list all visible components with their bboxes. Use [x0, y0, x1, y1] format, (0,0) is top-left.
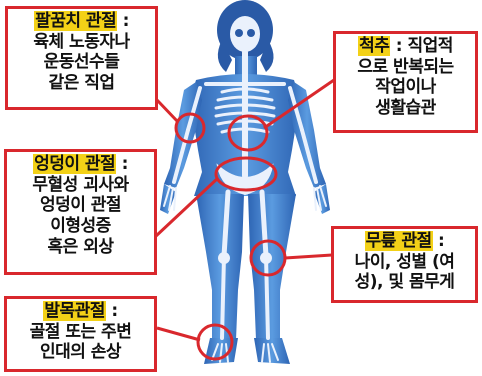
callout-elbow-line: 육체 노동자나 [8, 32, 155, 53]
callout-hip-line: 혹은 외상 [7, 237, 154, 258]
callout-spine-line: 으로 반복되는 [336, 57, 475, 78]
callout-knee-joint: 무릎 관절 : 나이, 성별 (여 성), 및 몸무게 [331, 226, 478, 303]
callout-spine-line: 작업이나 [336, 77, 475, 98]
elbow-leader-line [157, 100, 178, 122]
callout-elbow-line: 같은 직업 [8, 73, 155, 94]
callout-spine-line: 생활습관 [336, 98, 475, 119]
callout-knee-colon: : [433, 231, 445, 251]
knee-leader-line [285, 255, 332, 258]
callout-spine: 척추 : 직업적 으로 반복되는 작업이나 생활습관 [333, 31, 478, 133]
callout-ankle-line: 인대의 손상 [7, 342, 154, 363]
callout-hip-title: 엉덩이 관절 [33, 154, 116, 174]
callout-spine-colon: : 직업적 [390, 36, 453, 56]
callout-hip-line: 엉덩이 관절 [7, 195, 154, 216]
callout-ankle-colon: : [106, 301, 118, 321]
callout-ankle-joint: 발목관절 : 골절 또는 주변 인대의 손상 [4, 296, 157, 372]
callout-knee-line: 성), 및 몸무게 [334, 272, 475, 293]
callout-spine-title: 척추 [358, 36, 390, 56]
callout-ankle-title: 발목관절 [43, 301, 106, 321]
callout-hip-line: 이형성증 [7, 216, 154, 237]
callout-elbow-line: 운동선수들 [8, 52, 155, 73]
callout-knee-title: 무릎 관절 [365, 231, 433, 251]
callout-hip-joint: 엉덩이 관절 : 무혈성 괴사와 엉덩이 관절 이형성증 혹은 외상 [4, 149, 157, 275]
callout-elbow-title: 팔꿈치 관절 [34, 11, 117, 31]
callout-elbow-joint: 팔꿈치 관절 : 육체 노동자나 운동선수들 같은 직업 [5, 6, 158, 110]
ankle-leader-line [157, 328, 200, 340]
callout-ankle-line: 골절 또는 주변 [7, 322, 154, 343]
callout-hip-line: 무혈성 괴사와 [7, 175, 154, 196]
callout-elbow-colon: : [117, 11, 129, 31]
callout-hip-colon: : [116, 154, 128, 174]
callout-knee-line: 나이, 성별 (여 [334, 252, 475, 273]
